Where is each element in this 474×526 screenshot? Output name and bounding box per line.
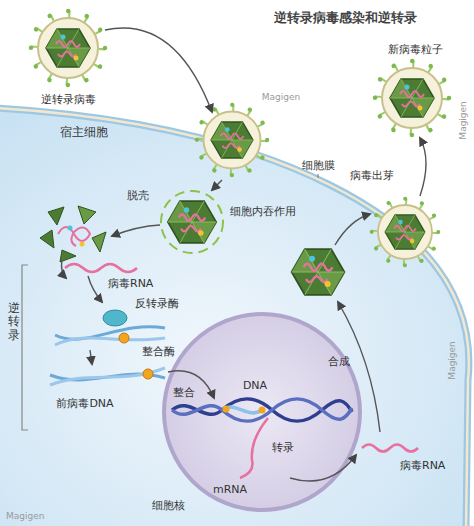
molecule-label: mRNA [213,483,247,496]
watermark: Magigen [262,92,300,103]
nucleus-label: 细胞核 [152,499,185,512]
nucleus-outline [164,314,360,510]
process-arrow [88,276,102,302]
label-wrap: 前病毒DNA [56,397,113,410]
process-arrow [112,225,160,236]
cell-outline [0,108,469,526]
host-dna-helix [224,407,262,413]
label-wrap: 合成 [328,355,350,368]
process-arrow [105,28,212,112]
capsid-shards [48,207,64,225]
label-wrap: mRNA [213,483,247,496]
label-wrap: 细胞膜 [302,159,335,172]
capsid-shards [80,242,85,247]
host-dna-helix [223,406,230,413]
endocytosed-capsid [292,249,345,295]
integrase [143,369,153,379]
step-label: 转录 [272,441,294,454]
bracket [22,265,28,430]
endocytosed-capsid [168,201,216,243]
label-wrap: Magigen [6,511,44,522]
virus-label: 逆转录病毒 [41,93,96,106]
dna-strands [55,338,165,345]
step-label: 病毒出芽 [350,169,394,182]
capsid-shards [68,226,73,231]
step-label: 细胞内吞作用 [230,205,296,218]
molecule-label: DNA [243,379,267,392]
enzyme-label: 反转录酶 [135,297,179,310]
endocytosed-capsid [161,191,223,253]
label-wrap: 脱壳 [127,189,149,202]
host-dna-helix [259,407,266,414]
viral-rna [362,445,418,452]
virus-label: 新病毒粒子 [388,43,443,56]
label-wrap: 病毒RNA [108,277,153,290]
virus-particle [31,11,105,85]
molecule-label: 病毒RNA [400,459,445,472]
label-wrap: DNA [243,379,267,392]
process-arrow [335,214,370,245]
capsid-shards [78,206,96,224]
watermark: Magigen [458,101,469,139]
virus-particle [31,11,449,265]
virus-particle [197,105,267,175]
label-wrap: 转录 [272,441,294,454]
cell-outline [0,108,469,526]
label-wrap: 逆转录 [8,302,20,342]
process-arrow [62,28,427,481]
reverse-transcriptase [103,310,127,326]
integrase [119,333,129,343]
label-wrap: 反转录酶 [135,297,179,310]
label-wrap: 整合酶 [142,345,175,358]
label-wrap: 宿主细胞 [60,125,108,139]
watermark: Magigen [447,341,458,379]
watermark: Magigen [6,511,44,522]
process-arrow [212,180,222,190]
molecule-label: 病毒RNA [108,277,153,290]
label-wrap: 逆转录病毒 [41,93,96,106]
capsid-shards [58,227,90,246]
endocytosed-capsid [161,191,344,295]
molecule-label: 前病毒DNA [56,397,113,410]
stage-label: 逆转录 [8,302,20,342]
label-wrap: 逆转录病毒感染和逆转录 [274,10,417,26]
capsid-shards [40,230,54,248]
mrna-strand [240,418,268,478]
label-wrap: 新病毒粒子 [388,43,443,56]
label-wrap: 病毒出芽 [350,169,394,182]
process-arrow [420,138,426,196]
label-wrap: Magigen [447,341,458,379]
leader-line [318,174,319,178]
viral-rna [65,264,418,452]
process-arrow [90,350,92,364]
label-wrap: Magigen [458,101,469,139]
enzyme-label: 整合酶 [142,345,175,358]
diagram-title: 逆转录病毒感染和逆转录 [274,10,417,26]
step-label: 整合 [173,386,195,399]
dna-strands [50,368,165,385]
host-dna-helix [172,399,352,422]
process-arrow [62,260,67,278]
step-label: 脱壳 [127,189,149,202]
capsid-shards [92,232,106,252]
virus-particle [372,199,439,266]
step-label: 合成 [328,355,350,368]
label-wrap: Magigen [262,92,300,103]
process-arrow [290,455,356,481]
cell-label: 宿主细胞 [60,125,108,139]
host-dna-helix [172,399,352,422]
virus-particle [375,61,449,135]
label-wrap: 整合 [173,386,195,399]
capsid-shards [40,206,106,262]
membrane-label: 细胞膜 [302,159,335,172]
label-wrap: 病毒RNA [400,459,445,472]
label-wrap: 细胞内吞作用 [230,205,296,218]
host-dna-helix [172,399,352,422]
cell-outline [0,108,469,526]
label-wrap: 细胞核 [152,499,185,512]
viral-rna [65,264,137,272]
